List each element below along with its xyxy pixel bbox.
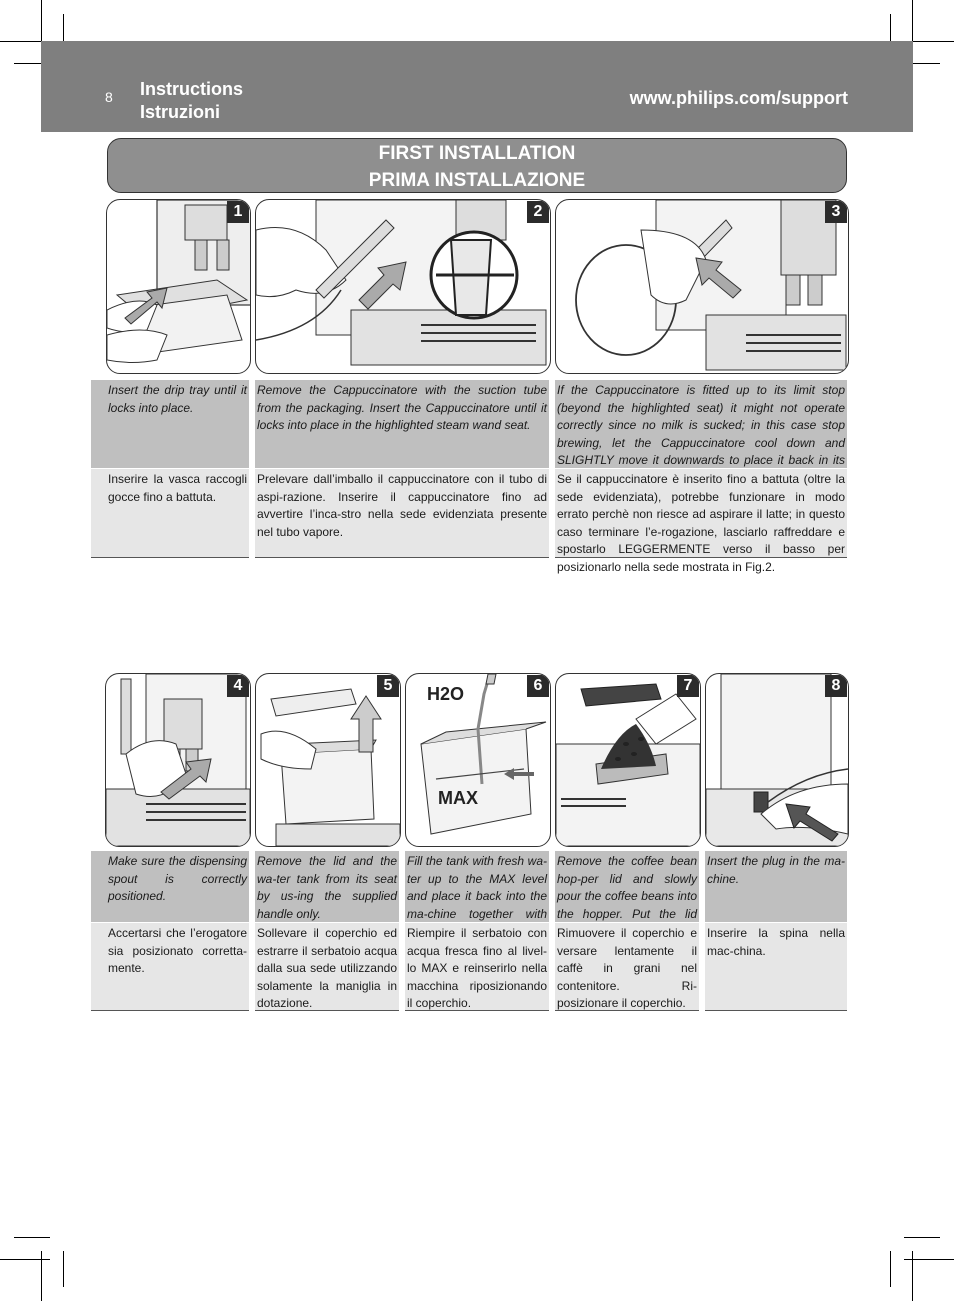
crop-mark (904, 63, 940, 64)
crop-mark (0, 1259, 50, 1260)
step-2-en: Remove the Cappuccinatore with the sucti… (255, 380, 549, 468)
step-8-it: Inserire la spina nella mac-china. (705, 923, 847, 1011)
crop-mark (41, 1251, 42, 1301)
support-url[interactable]: www.philips.com/support (629, 88, 848, 108)
step-3-it: Se il cappuccinatore è inserito fino a b… (555, 469, 847, 574)
figure-2: 2 (255, 199, 551, 374)
crop-mark (41, 0, 42, 50)
water-tank-remove-illustration (260, 688, 400, 846)
page-number: 8 (105, 89, 113, 105)
crop-mark (904, 1259, 954, 1260)
figure-1: 1 (106, 199, 251, 374)
crop-mark (890, 1251, 891, 1287)
dispensing-spout-illustration (106, 674, 250, 846)
step-1-it: Inserire la vasca raccogli gocce fino a … (91, 469, 249, 558)
step-5-en: Remove the lid and the wa-ter tank from … (255, 851, 399, 922)
figure-4: 4 (105, 673, 251, 847)
figure-number: 2 (527, 201, 549, 223)
figure-number: 4 (227, 675, 249, 697)
figure-8: 8 (705, 673, 849, 847)
header-title: Instructions Istruzioni (140, 78, 243, 124)
crop-mark (0, 41, 50, 42)
step-6-it: Riempire il serbatoio con acqua fresca f… (405, 923, 549, 1011)
max-label: MAX (438, 788, 478, 808)
crop-mark (912, 1251, 913, 1301)
banner-title-en: FIRST INSTALLATION (378, 143, 576, 164)
crop-mark (890, 14, 891, 50)
banner-title-it: PRIMA INSTALLAZIONE (368, 170, 586, 191)
crop-mark (904, 1237, 940, 1238)
figure-number: 8 (825, 675, 847, 697)
crop-mark (904, 41, 954, 42)
figure-3: 3 (555, 199, 849, 374)
page-header (41, 41, 913, 132)
drip-tray-illustration (107, 200, 250, 363)
figure-number: 1 (227, 201, 249, 223)
step-3-en: If the Cappuccinatore is fitted up to it… (555, 380, 847, 485)
figure-number: 6 (527, 675, 549, 697)
figure-number: 5 (377, 675, 399, 697)
step-4-it: Accertarsi che l’erogatore sia posiziona… (91, 923, 249, 1011)
step-7-en: Remove the coffee bean hop-per lid and s… (555, 851, 699, 938)
step-7-it: Rimuovere il coperchio e versare lentame… (555, 923, 699, 1011)
coffee-bean-hopper-illustration (556, 683, 700, 846)
water-tank-fill-illustration (420, 674, 547, 835)
crop-mark (912, 0, 913, 50)
figure-6: H2O MAX 6 (405, 673, 551, 847)
header-title-it: Istruzioni (140, 102, 220, 122)
crop-mark (63, 14, 64, 50)
step-8-en: Insert the plug in the ma-chine. (705, 851, 847, 922)
step-4-en: Make sure the dispensing spout is correc… (91, 851, 249, 922)
figure-7: 7 (555, 673, 701, 847)
h2o-label: H2O (427, 684, 465, 704)
section-banner: FIRST INSTALLATION PRIMA INSTALLAZIONE (107, 138, 847, 193)
cappuccinatore-insert-illustration (256, 200, 547, 366)
step-6-en: Fill the tank with fresh wa-ter up to th… (405, 851, 549, 938)
header-title-en: Instructions (140, 79, 244, 99)
figure-5: 5 (255, 673, 401, 847)
step-2-it: Prelevare dall’imballo il cappuccinatore… (255, 469, 549, 558)
figure-number: 3 (825, 201, 847, 223)
step-1-en: Insert the drip tray until it locks into… (91, 380, 249, 468)
crop-mark (14, 63, 50, 64)
crop-mark (14, 1237, 50, 1238)
figure-number: 7 (677, 675, 699, 697)
cappuccinatore-adjust-illustration (575, 200, 847, 371)
crop-mark (63, 1251, 64, 1287)
step-5-it: Sollevare il coperchio ed estrarre il se… (255, 923, 399, 1011)
power-plug-illustration (706, 674, 848, 846)
